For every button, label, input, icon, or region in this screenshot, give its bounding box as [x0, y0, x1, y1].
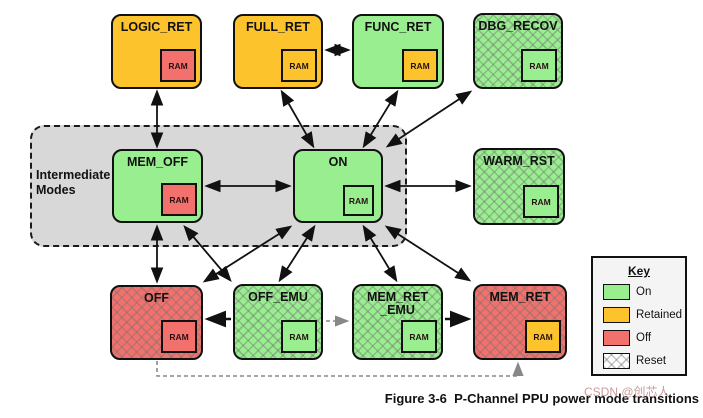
block-on: ON RAM [293, 149, 383, 223]
key-swatch-reset [603, 353, 630, 369]
key-row-on: On [603, 284, 685, 300]
block-mem-ret-emu-label: MEM_RET _EMU [366, 290, 429, 317]
ram-label: RAM [348, 195, 369, 206]
block-mem-ret: MEM_RET RAM [473, 284, 567, 360]
block-func-ret-ram: RAM [402, 49, 438, 82]
block-dbg-recov-label: DBG_RECOV [478, 19, 558, 33]
key-row-off: Off [603, 330, 685, 346]
ram-label: RAM [410, 60, 430, 71]
arrow-off-memret-dashed [156, 361, 524, 377]
ram-label: RAM [529, 60, 549, 71]
figure-caption: Figure 3-6 P-Channel PPU power mode tran… [384, 391, 699, 406]
block-mem-ret-emu: MEM_RET _EMU RAM [352, 284, 443, 360]
key-legend: Key On Retained Off Reset [591, 256, 687, 376]
block-mem-ret-label: MEM_RET [489, 290, 551, 304]
block-off-label: OFF [144, 291, 169, 305]
key-label-reset: Reset [636, 355, 667, 367]
ram-label: RAM [533, 331, 553, 342]
block-on-label: ON [328, 155, 348, 169]
block-dbg-recov: DBG_RECOV RAM [473, 13, 563, 89]
block-full-ret-label: FULL_RET [246, 20, 310, 34]
key-label-retained: Retained [636, 309, 683, 321]
block-full-ret-ram: RAM [281, 49, 317, 82]
block-mem-ret-ram: RAM [525, 320, 561, 353]
block-logic-ret-label: LOGIC_RET [120, 20, 193, 34]
block-mem-off-ram: RAM [161, 183, 197, 216]
block-mem-ret-emu-ram: RAM [401, 320, 437, 353]
block-func-ret-label: FUNC_RET [364, 20, 432, 34]
key-title: Key [627, 264, 650, 278]
key-label-on: On [636, 286, 652, 298]
block-warm-rst: WARM_RST RAM [473, 148, 565, 225]
block-off-ram: RAM [161, 320, 197, 353]
key-label-off: Off [636, 332, 652, 344]
ram-label: RAM [531, 196, 551, 207]
csdn-watermark: CSDN @创芯人 [584, 385, 670, 399]
block-dbg-recov-ram: RAM [521, 49, 557, 82]
ram-label: RAM [289, 331, 309, 342]
intermediate-modes-label: Intermediate Modes [36, 168, 111, 197]
block-off-emu-label: OFF_EMU [248, 290, 308, 304]
block-off: OFF RAM [110, 285, 203, 360]
block-off-emu-ram: RAM [281, 320, 317, 353]
block-full-ret: FULL_RET RAM [233, 14, 323, 89]
ram-label: RAM [169, 331, 189, 342]
key-row-reset: Reset [603, 353, 685, 369]
key-swatch-retained [603, 307, 630, 323]
block-mem-off: MEM_OFF RAM [112, 149, 203, 223]
block-logic-ret: LOGIC_RET RAM [111, 14, 202, 89]
block-warm-rst-ram: RAM [523, 185, 559, 218]
key-row-retained: Retained [603, 307, 685, 323]
block-mem-off-label: MEM_OFF [126, 155, 189, 169]
block-warm-rst-label: WARM_RST [483, 154, 555, 168]
block-func-ret: FUNC_RET RAM [352, 14, 444, 89]
key-swatch-off [603, 330, 630, 346]
ram-label: RAM [289, 60, 309, 71]
block-off-emu: OFF_EMU RAM [233, 284, 323, 360]
block-on-ram: RAM [343, 185, 374, 216]
block-logic-ret-ram: RAM [160, 49, 196, 82]
ram-label: RAM [169, 194, 189, 205]
key-swatch-on [603, 284, 630, 300]
ram-label: RAM [168, 60, 188, 71]
ram-label: RAM [409, 331, 429, 342]
